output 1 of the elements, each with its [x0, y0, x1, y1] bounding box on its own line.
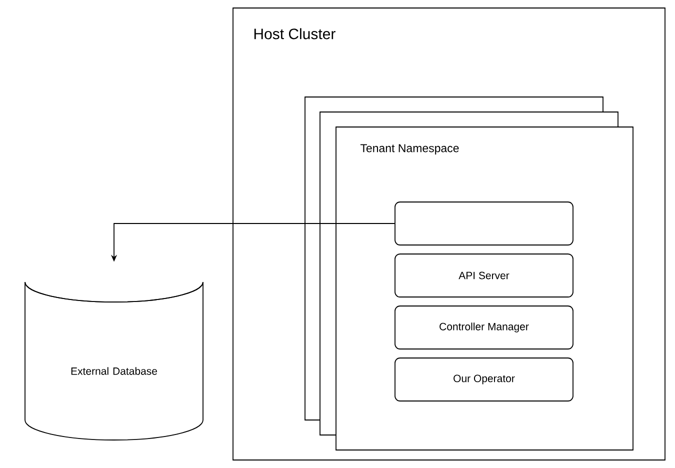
cylinder: External Database [24, 282, 204, 440]
